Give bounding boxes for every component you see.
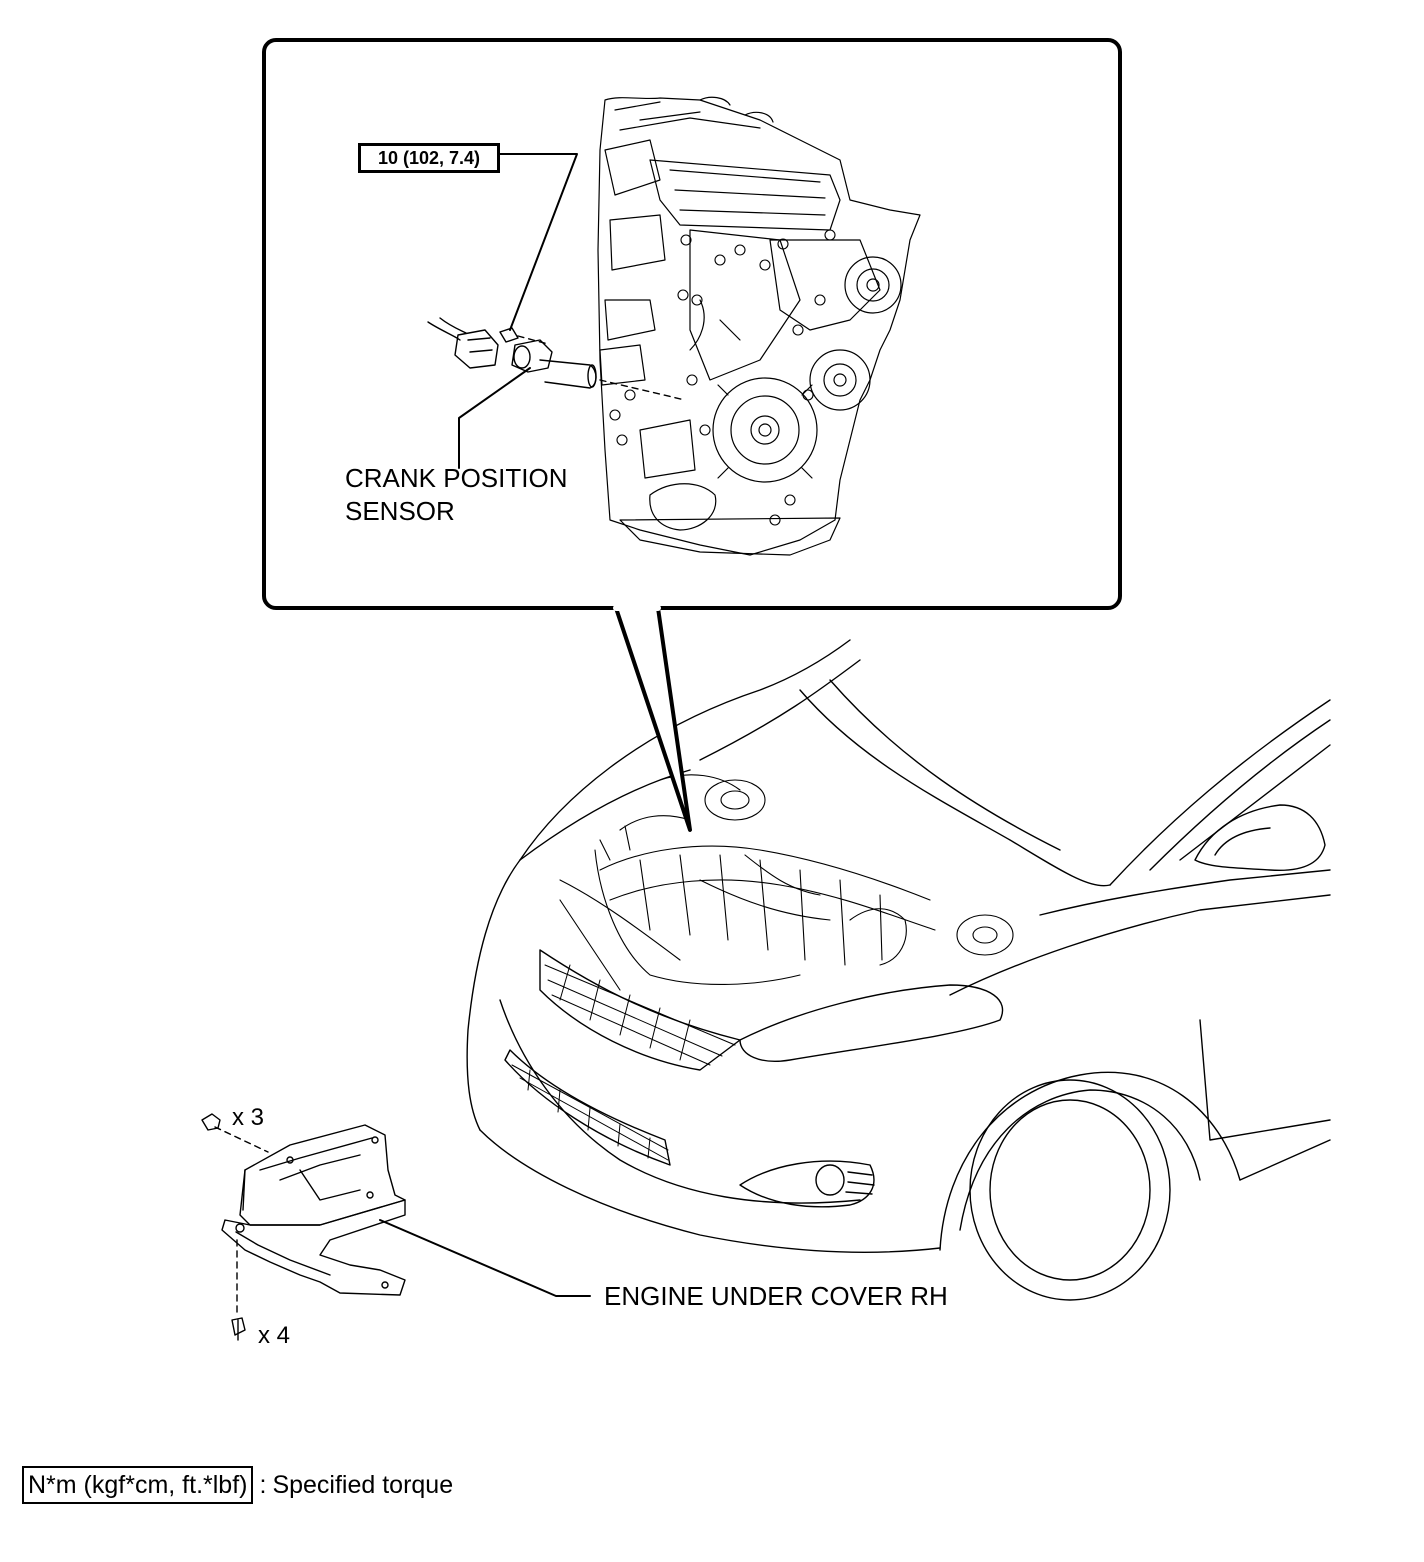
crank-position-sensor-illustration	[427, 317, 686, 401]
vehicle-front-illustration	[466, 639, 1331, 1301]
leader-lines	[379, 153, 591, 1297]
torque-unit-box: N*m (kgf*cm, ft.*lbf)	[22, 1466, 254, 1504]
engine-under-cover-label: ENGINE UNDER COVER RH	[604, 1281, 948, 1311]
clip-quantity-label: x 3	[232, 1104, 265, 1131]
engine-illustration	[597, 96, 921, 556]
legend-separator: :	[259, 1470, 267, 1499]
crank-position-sensor-label-line2: SENSOR	[345, 496, 455, 526]
bolt-quantity-label: x 4	[258, 1322, 291, 1349]
torque-value-box: 10 (102, 7.4)	[358, 143, 500, 173]
crank-position-sensor-label-line1: CRANK POSITION	[345, 463, 568, 493]
engine-under-cover-illustration	[201, 1113, 406, 1341]
torque-legend: N*m (kgf*cm, ft.*lbf) : Specified torque	[22, 1466, 453, 1504]
detail-callout-frame	[262, 38, 1122, 832]
legend-meaning: Specified torque	[272, 1470, 454, 1499]
